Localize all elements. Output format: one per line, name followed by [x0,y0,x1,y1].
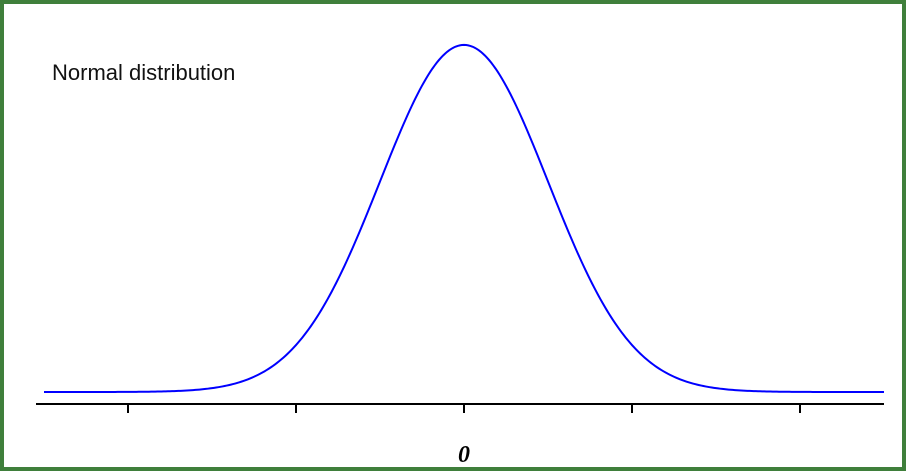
x-axis-ticks [127,404,801,413]
chart-title: Normal distribution [52,60,235,85]
x-tick-label-2: 0 [458,442,470,468]
x-axis-tick-labels: 0 [458,442,470,468]
normal-curve [44,43,884,393]
